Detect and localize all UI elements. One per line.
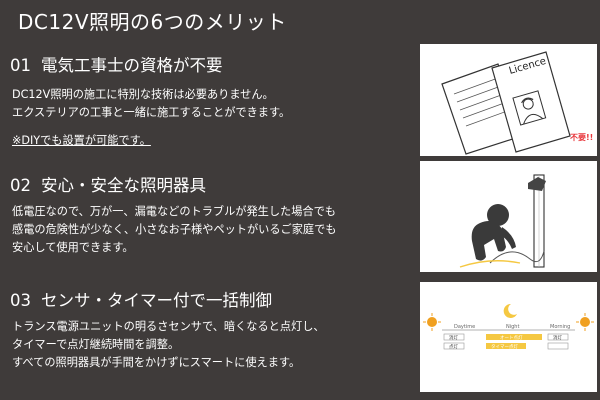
body-line: タイマーで点灯継続時間を調整。 (12, 338, 180, 351)
auto-on-label: オート点灯 (500, 334, 523, 341)
timer-diagram-svg: Daytime Night Morning オート点灯 タイマー点灯 消灯 消灯… (423, 303, 594, 350)
section-title: 電気工事士の資格が不要 (41, 56, 223, 75)
section-title: 安心・安全な照明器具 (41, 176, 206, 195)
section-03-heading: 03 センサ・タイマー付で一括制御 (10, 287, 272, 311)
body-line: 低電圧なので、万が一、漏電などのトラブルが発生した場合でも (12, 205, 336, 218)
body-line: すべての照明器具が手間をかけずにスマートに使えます。 (12, 356, 301, 369)
light-head-icon (528, 177, 546, 191)
section-02-heading: 02 安心・安全な照明器具 (10, 172, 206, 196)
body-line: 安心して使用できます。 (12, 241, 134, 254)
daytime-label: Daytime (454, 324, 475, 330)
auto-on-bar (486, 334, 542, 340)
sun-icon (423, 313, 441, 331)
sun-icon (576, 313, 594, 331)
body-line: 感電の危険性が少なく、小さなお子様やペットがいるご家庭でも (12, 223, 337, 236)
worker-photo-icon (512, 90, 547, 126)
licence-documents-icon: Licence 不要!! (441, 51, 593, 155)
moon-icon (503, 303, 517, 318)
body-line: DC12V照明の施工に特別な技術は必要ありません。 (12, 88, 274, 101)
licence-illustration: Licence 不要!! (420, 44, 597, 156)
morning-label: Morning (550, 324, 570, 330)
section-03-body: トランス電源ユニットの明るさセンサで、暗くなると点灯し、 タイマーで点灯継続時間… (12, 318, 325, 372)
child-safety-illustration (420, 161, 597, 272)
section-number: 03 (10, 291, 31, 310)
timer-diagram: Daytime Night Morning オート点灯 タイマー点灯 消灯 消灯… (420, 282, 597, 392)
timer-on-bar (486, 343, 526, 349)
state-on-label: 点灯 (449, 343, 458, 350)
section-01-heading: 01 電気工事士の資格が不要 (10, 52, 223, 76)
section-01-body: DC12V照明の施工に特別な技術は必要ありません。 エクステリアの工事と一緒に施… (12, 86, 290, 150)
state-off-label: 消灯 (449, 334, 458, 341)
section-number: 02 (10, 176, 31, 195)
page-title: DC12V照明の6つのメリット (18, 10, 287, 34)
body-line: トランス電源ユニットの明るさセンサで、暗くなると点灯し、 (12, 320, 325, 333)
child-and-light-icon (459, 174, 546, 268)
body-line: エクステリアの工事と一緒に施工することができます。 (12, 106, 291, 119)
diy-note: ※DIYでも設置が可能です。 (12, 134, 151, 147)
state-off-label: 消灯 (553, 334, 562, 341)
timer-on-label: タイマー点灯 (491, 343, 518, 350)
section-number: 01 (10, 56, 31, 75)
section-title: センサ・タイマー付で一括制御 (41, 291, 272, 310)
night-label: Night (506, 324, 519, 330)
crawling-child-icon (471, 204, 516, 261)
not-required-stamp: 不要!! (570, 133, 593, 142)
section-02-body: 低電圧なので、万が一、漏電などのトラブルが発生した場合でも 感電の危険性が少なく… (12, 203, 336, 257)
